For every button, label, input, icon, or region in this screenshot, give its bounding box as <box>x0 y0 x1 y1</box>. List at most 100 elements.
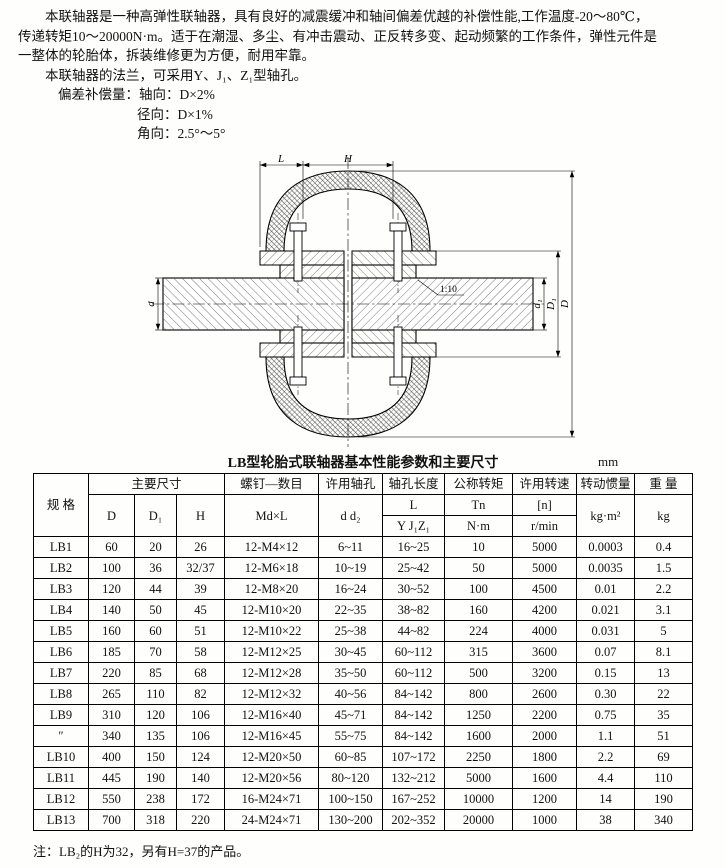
table-cell: 1600 <box>444 725 513 747</box>
table-cell: LB9 <box>33 704 89 726</box>
table-cell: LB10 <box>33 746 89 768</box>
table-cell: 12-M6×18 <box>224 557 319 579</box>
col-header-D: D <box>88 494 135 537</box>
table-cell: 16~24 <box>318 578 383 600</box>
bolt-bottom-left <box>289 315 307 395</box>
table-cell: 172 <box>176 788 225 810</box>
table-cell: 2200 <box>512 704 577 726</box>
table-cell: 44 <box>134 578 177 600</box>
table-cell: LB6 <box>33 641 89 663</box>
table-cell: 12-M16×40 <box>224 704 319 726</box>
table-cell: 100 <box>88 557 135 579</box>
table-cell: 51 <box>634 725 693 747</box>
table-cell: 3.1 <box>634 599 693 621</box>
dim-label-D: D <box>559 300 571 309</box>
table-cell: 12-M20×56 <box>224 767 319 789</box>
table-cell: LB12 <box>33 788 89 810</box>
col-header-D1: D₁ <box>134 494 177 537</box>
table-cell: 5000 <box>444 767 513 789</box>
intro-line-7: 角向：2.5°～5° <box>137 126 226 141</box>
table-cell: 13 <box>634 662 693 684</box>
table-cell: 310 <box>88 704 135 726</box>
table-unit-label: mm <box>598 454 619 469</box>
tire-element-top <box>265 170 431 252</box>
intro-line-4: 本联轴器的法兰，可采用Y、J₁、Z₁型轴孔。 <box>45 67 308 83</box>
table-cell: 318 <box>134 809 177 831</box>
table-cell: 100 <box>444 578 513 600</box>
table-cell: 60~85 <box>318 746 383 768</box>
table-cell: 55~75 <box>318 725 383 747</box>
table-cell: 39 <box>176 578 225 600</box>
table-cell: ″ <box>33 725 89 747</box>
table-cell: 35 <box>634 704 693 726</box>
table-cell: LB2 <box>33 557 89 579</box>
col-header-length-L: L <box>382 494 445 516</box>
table-cell: 12-M16×45 <box>224 725 319 747</box>
table-cell: 190 <box>134 767 177 789</box>
table-cell: 60~112 <box>382 641 445 663</box>
table-cell: 0.01 <box>576 578 635 600</box>
table-cell: 220 <box>176 809 225 831</box>
footnote: 注：LB₂的H为32，另有H=37的产品。 <box>33 844 250 859</box>
table-cell: 202~352 <box>382 809 445 831</box>
col-header-speed-unit: r/min <box>512 515 577 537</box>
col-header-torque-sym: Tn <box>444 494 513 516</box>
dimension-L-H <box>259 161 394 247</box>
col-header-weight-unit: kg <box>634 494 693 537</box>
table-cell: 20000 <box>444 809 513 831</box>
table-cell: 5000 <box>512 536 577 558</box>
table-cell: 800 <box>444 683 513 705</box>
table-cell: 1000 <box>512 809 577 831</box>
table-cell: 238 <box>134 788 177 810</box>
table-cell: 550 <box>88 788 135 810</box>
table-cell: 1800 <box>512 746 577 768</box>
table-cell: 340 <box>634 809 693 831</box>
table-cell: 58 <box>176 641 225 663</box>
table-title: LB型轮胎式联轴器基本性能参数和主要尺寸 <box>227 456 499 471</box>
dim-label-d1: d₁ <box>531 299 543 309</box>
intro-line-3: 一整体的轮胎体，拆装维修更为方便，耐用牢靠。 <box>18 48 315 63</box>
table-cell: 10 <box>444 536 513 558</box>
table-cell: 84~142 <box>382 704 445 726</box>
table-cell: 124 <box>176 746 225 768</box>
table-cell: 2.2 <box>576 746 635 768</box>
table-cell: 12-M8×20 <box>224 578 319 600</box>
table-cell: 1600 <box>512 767 577 789</box>
table-cell: 160 <box>88 620 135 642</box>
col-header-screw-spec: Md×L <box>224 494 319 537</box>
table-cell: 68 <box>176 662 225 684</box>
table-cell: 45~71 <box>318 704 383 726</box>
taper-annotation: 1:10 <box>417 279 464 296</box>
table-cell: 2250 <box>444 746 513 768</box>
table-cell: 0.4 <box>634 536 693 558</box>
table-cell: 1.1 <box>576 725 635 747</box>
table-cell: 190 <box>634 788 693 810</box>
table-cell: 84~142 <box>382 725 445 747</box>
intro-text: 本联轴器是一种高弹性联轴器，具有良好的减震缓冲和轴间偏差优越的补偿性能,工作温度… <box>18 7 712 144</box>
table-cell: 120 <box>88 578 135 600</box>
taper-label: 1:10 <box>440 285 457 295</box>
table-cell: 8.1 <box>634 641 693 663</box>
table-cell: 0.30 <box>576 683 635 705</box>
col-header-screw: 螺钉—数目 <box>224 473 319 495</box>
dimension-d1 <box>533 277 547 331</box>
table-cell: 12-M12×25 <box>224 641 319 663</box>
table-cell: 24-M24×71 <box>224 809 319 831</box>
table-cell: 100~150 <box>318 788 383 810</box>
table-cell: 22~35 <box>318 599 383 621</box>
table-cell: 25~42 <box>382 557 445 579</box>
table-cell: 4200 <box>512 599 577 621</box>
table-cell: 82 <box>176 683 225 705</box>
table-cell: 85 <box>134 662 177 684</box>
intro-line-1: 本联轴器是一种高弹性联轴器，具有良好的减震缓冲和轴间偏差优越的补偿性能,工作温度… <box>45 9 649 24</box>
table-cell: 45 <box>176 599 225 621</box>
col-header-inertia: 转动惯量 <box>576 473 635 495</box>
coupling-drawing: L H d d₁ D₁ <box>148 151 588 451</box>
table-cell: 44~82 <box>382 620 445 642</box>
table-cell: 106 <box>176 704 225 726</box>
table-cell: 0.07 <box>576 641 635 663</box>
